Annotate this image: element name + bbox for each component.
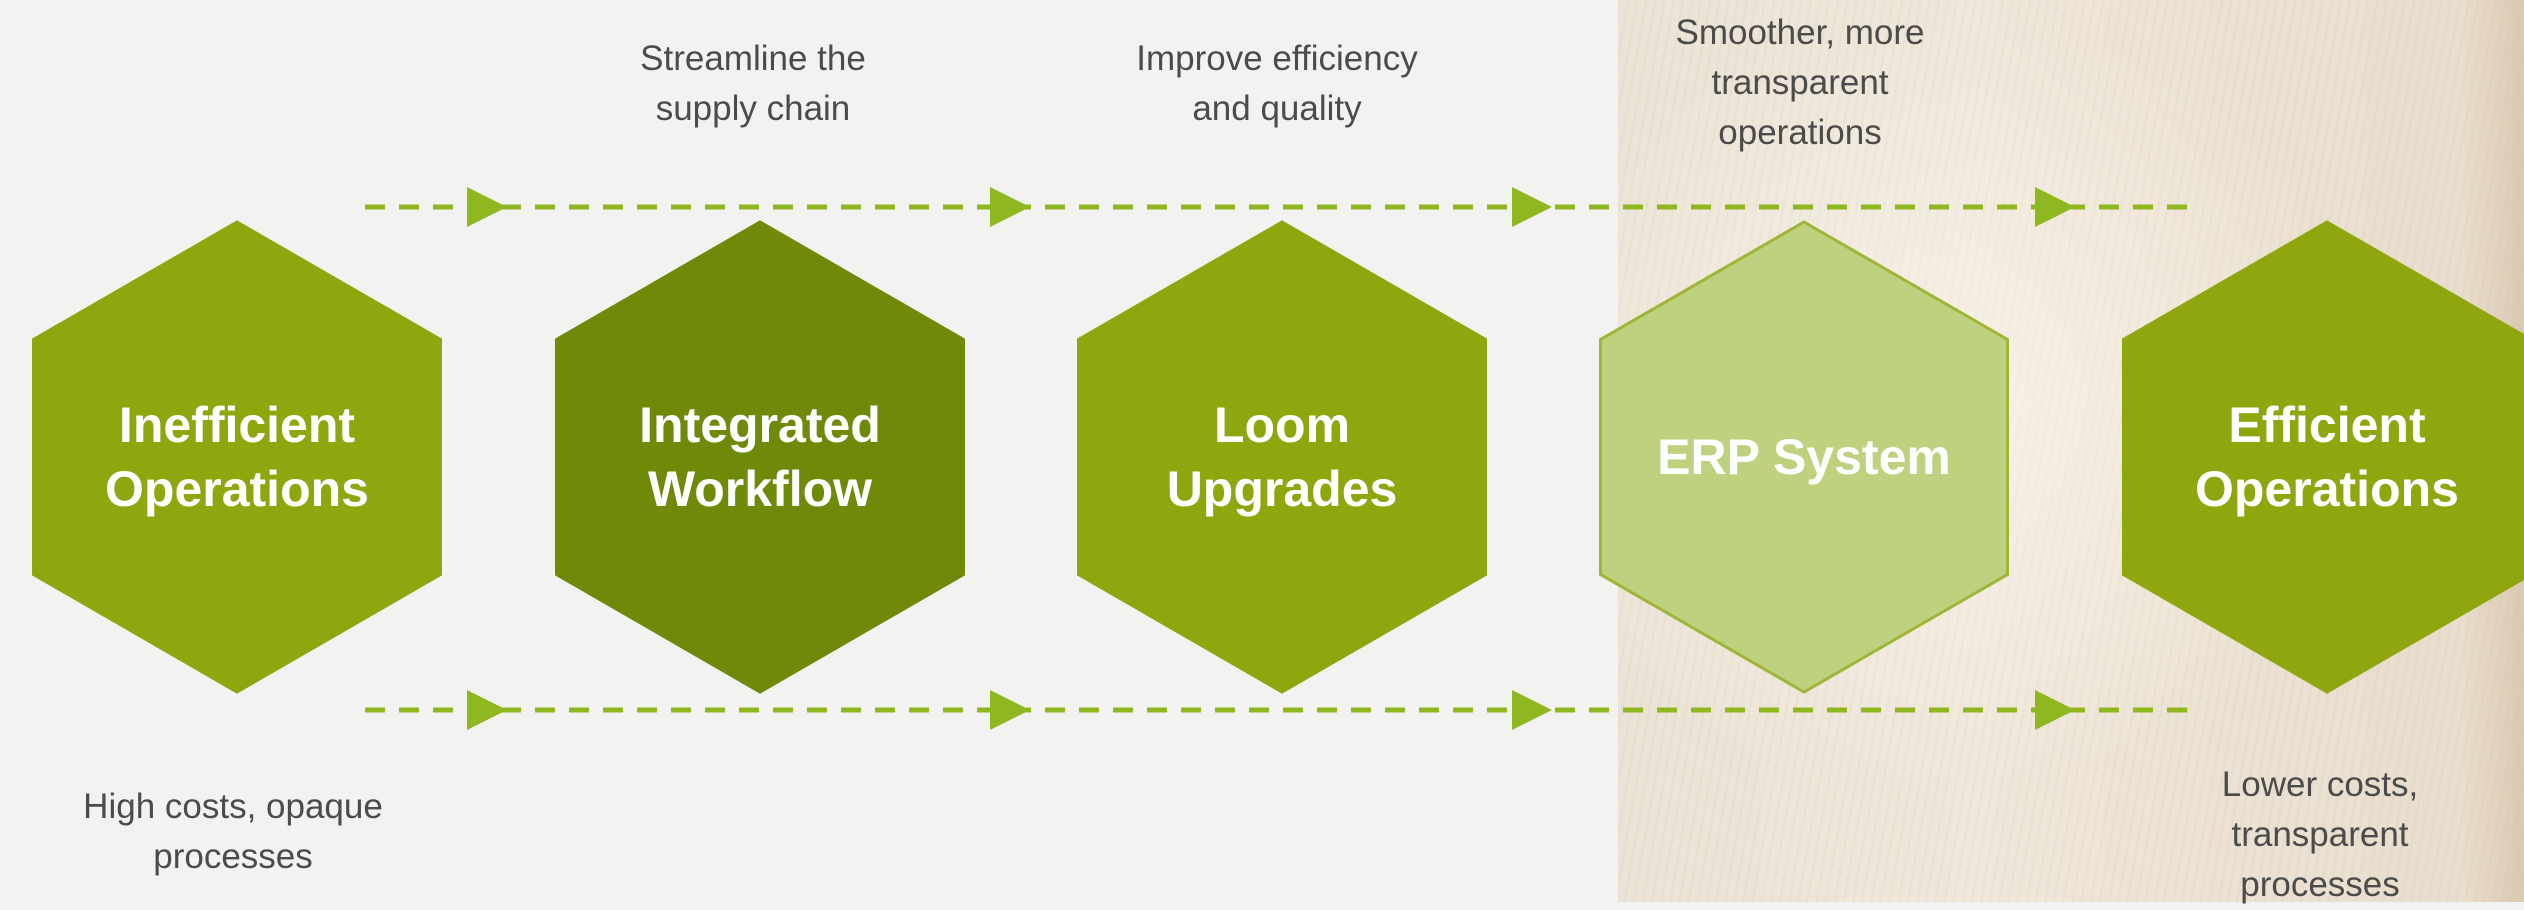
note-high-costs: High costs, opaque processes <box>13 782 453 882</box>
note-improve: Improve efficiency and quality <box>1057 34 1497 134</box>
hex-efficient-operations <box>2124 222 2524 692</box>
note-lower-costs: Lower costs, transparent processes <box>2100 760 2524 910</box>
hex-inefficient-operations <box>34 222 441 692</box>
arrowhead-icon <box>467 690 507 730</box>
arrowhead-icon <box>2035 187 2075 227</box>
integrated-workflow-label-line: Workflow <box>648 461 872 517</box>
erp-system-label-line: ERP System <box>1657 429 1951 485</box>
arrowhead-icon <box>467 187 507 227</box>
arrowhead-icon <box>990 187 1030 227</box>
efficient-operations-label-line: Operations <box>2195 461 2459 517</box>
loom-upgrades-label-line: Upgrades <box>1167 461 1398 517</box>
note-streamline: Streamline the supply chain <box>533 34 973 134</box>
hex-integrated-workflow <box>557 222 964 692</box>
inefficient-operations-label-line: Inefficient <box>119 397 355 453</box>
arrowhead-icon <box>1512 690 1552 730</box>
arrowhead-icon <box>2035 690 2075 730</box>
arrowhead-icon <box>1512 187 1552 227</box>
inefficient-operations-label-line: Operations <box>105 461 369 517</box>
loom-upgrades-label-line: Loom <box>1214 397 1350 453</box>
arrowhead-icon <box>990 690 1030 730</box>
note-smoother: Smoother, more transparent operations <box>1580 8 2020 158</box>
hex-loom-upgrades <box>1079 222 1486 692</box>
efficient-operations-label-line: Efficient <box>2228 397 2426 453</box>
integrated-workflow-label-line: Integrated <box>639 397 881 453</box>
